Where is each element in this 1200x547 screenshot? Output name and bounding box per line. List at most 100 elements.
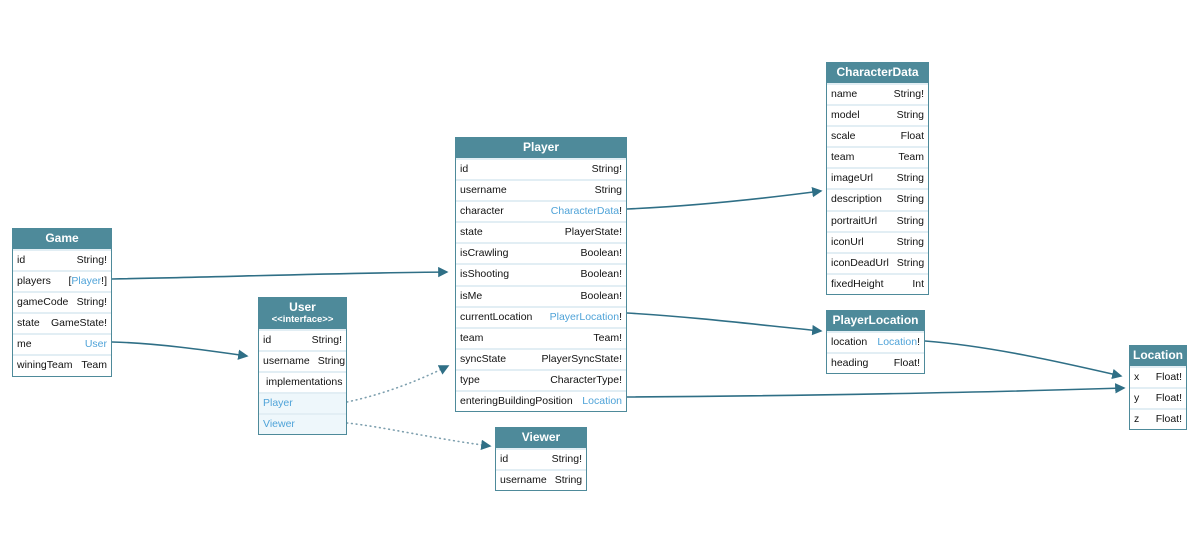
field-name: gameCode	[17, 296, 69, 309]
field-type: String!	[592, 163, 622, 176]
field-row-characterdata-fixedHeight[interactable]: fixedHeight Int	[827, 274, 928, 295]
field-row-player-syncState[interactable]: syncState PlayerSyncState!	[456, 349, 626, 370]
type-text: String	[896, 108, 924, 121]
table-header-playerlocation[interactable]: PlayerLocation	[827, 311, 924, 331]
type-text: !]	[101, 274, 107, 287]
field-name: id	[460, 162, 469, 175]
type-link-characterdata[interactable]: CharacterData	[550, 205, 620, 218]
field-row-characterdata-model[interactable]: model String	[827, 105, 928, 126]
field-name: username	[460, 183, 507, 196]
type-text: String	[896, 172, 924, 185]
field-name: team	[460, 331, 484, 344]
type-link-location[interactable]: Location	[877, 335, 918, 348]
table-header-game[interactable]: Game	[13, 229, 111, 249]
field-type: User	[85, 338, 107, 351]
table-header-viewer[interactable]: Viewer	[496, 428, 586, 448]
edge-game-me-to-user	[111, 341, 249, 360]
field-type: Float!	[1156, 371, 1182, 384]
type-link-playerlocation[interactable]: PlayerLocation	[549, 310, 620, 323]
field-name: syncState	[460, 352, 507, 365]
table-title-location: Location	[1133, 348, 1183, 362]
field-row-game-players[interactable]: players[Player!]	[13, 271, 111, 292]
type-text: String!	[551, 452, 582, 465]
type-link-player[interactable]: Player	[71, 274, 102, 287]
edge-user-impl-viewer	[346, 422, 492, 451]
type-text: Int	[912, 277, 924, 290]
type-text: Team!	[593, 331, 622, 344]
field-type: String	[897, 236, 924, 249]
field-type: String	[555, 474, 582, 487]
table-subtitle-user: <<interface>>	[271, 313, 334, 325]
field-name: currentLocation	[460, 310, 533, 323]
field-type: Boolean!	[581, 290, 622, 303]
type-text: Float!	[1155, 391, 1182, 404]
field-type: PlayerSyncState!	[541, 353, 622, 366]
field-name: x	[1134, 370, 1140, 383]
field-type: Float!	[894, 357, 920, 370]
field-row-player-id[interactable]: id String!	[456, 159, 626, 179]
type-link-location[interactable]: Location	[582, 395, 622, 408]
field-row-location-x[interactable]: x Float!	[1130, 367, 1186, 387]
type-text: PlayerSyncState!	[541, 352, 622, 365]
implementations-section-label: implementations	[259, 372, 346, 393]
field-name: me	[17, 338, 32, 351]
field-row-game-me[interactable]: me User	[13, 335, 111, 355]
edge-player-currentlocation-to-playerlocation	[626, 312, 823, 336]
type-text: Boolean!	[580, 268, 622, 281]
field-name: model	[831, 108, 860, 121]
type-text: String	[896, 214, 924, 227]
edge-playerlocation-location-to-location	[924, 340, 1123, 380]
type-text: Float!	[1155, 413, 1182, 426]
type-link-user[interactable]: User	[84, 338, 107, 351]
implementation-link-player[interactable]: Player	[259, 394, 346, 414]
field-name: username	[263, 354, 310, 367]
field-name: team	[831, 151, 855, 164]
table-header-user[interactable]: User<<interface>>	[259, 298, 346, 329]
edge-player-character-to-characterdata	[626, 186, 823, 210]
field-type: Boolean!	[581, 247, 622, 260]
field-type: Team	[898, 151, 924, 164]
table-header-player[interactable]: Player	[456, 138, 626, 158]
table-header-location[interactable]: Location	[1130, 346, 1186, 366]
field-row-characterdata-team[interactable]: team Team	[827, 148, 928, 168]
field-row-player-team[interactable]: team Team!	[456, 328, 626, 348]
type-text: Boolean!	[580, 289, 622, 302]
table-header-characterdata[interactable]: CharacterData	[827, 63, 928, 83]
implementation-link-viewer[interactable]: Viewer	[259, 415, 346, 435]
table-title-player: Player	[522, 140, 560, 154]
type-text: String	[896, 193, 924, 206]
type-text: String	[554, 473, 583, 486]
field-name: fixedHeight	[831, 277, 884, 290]
